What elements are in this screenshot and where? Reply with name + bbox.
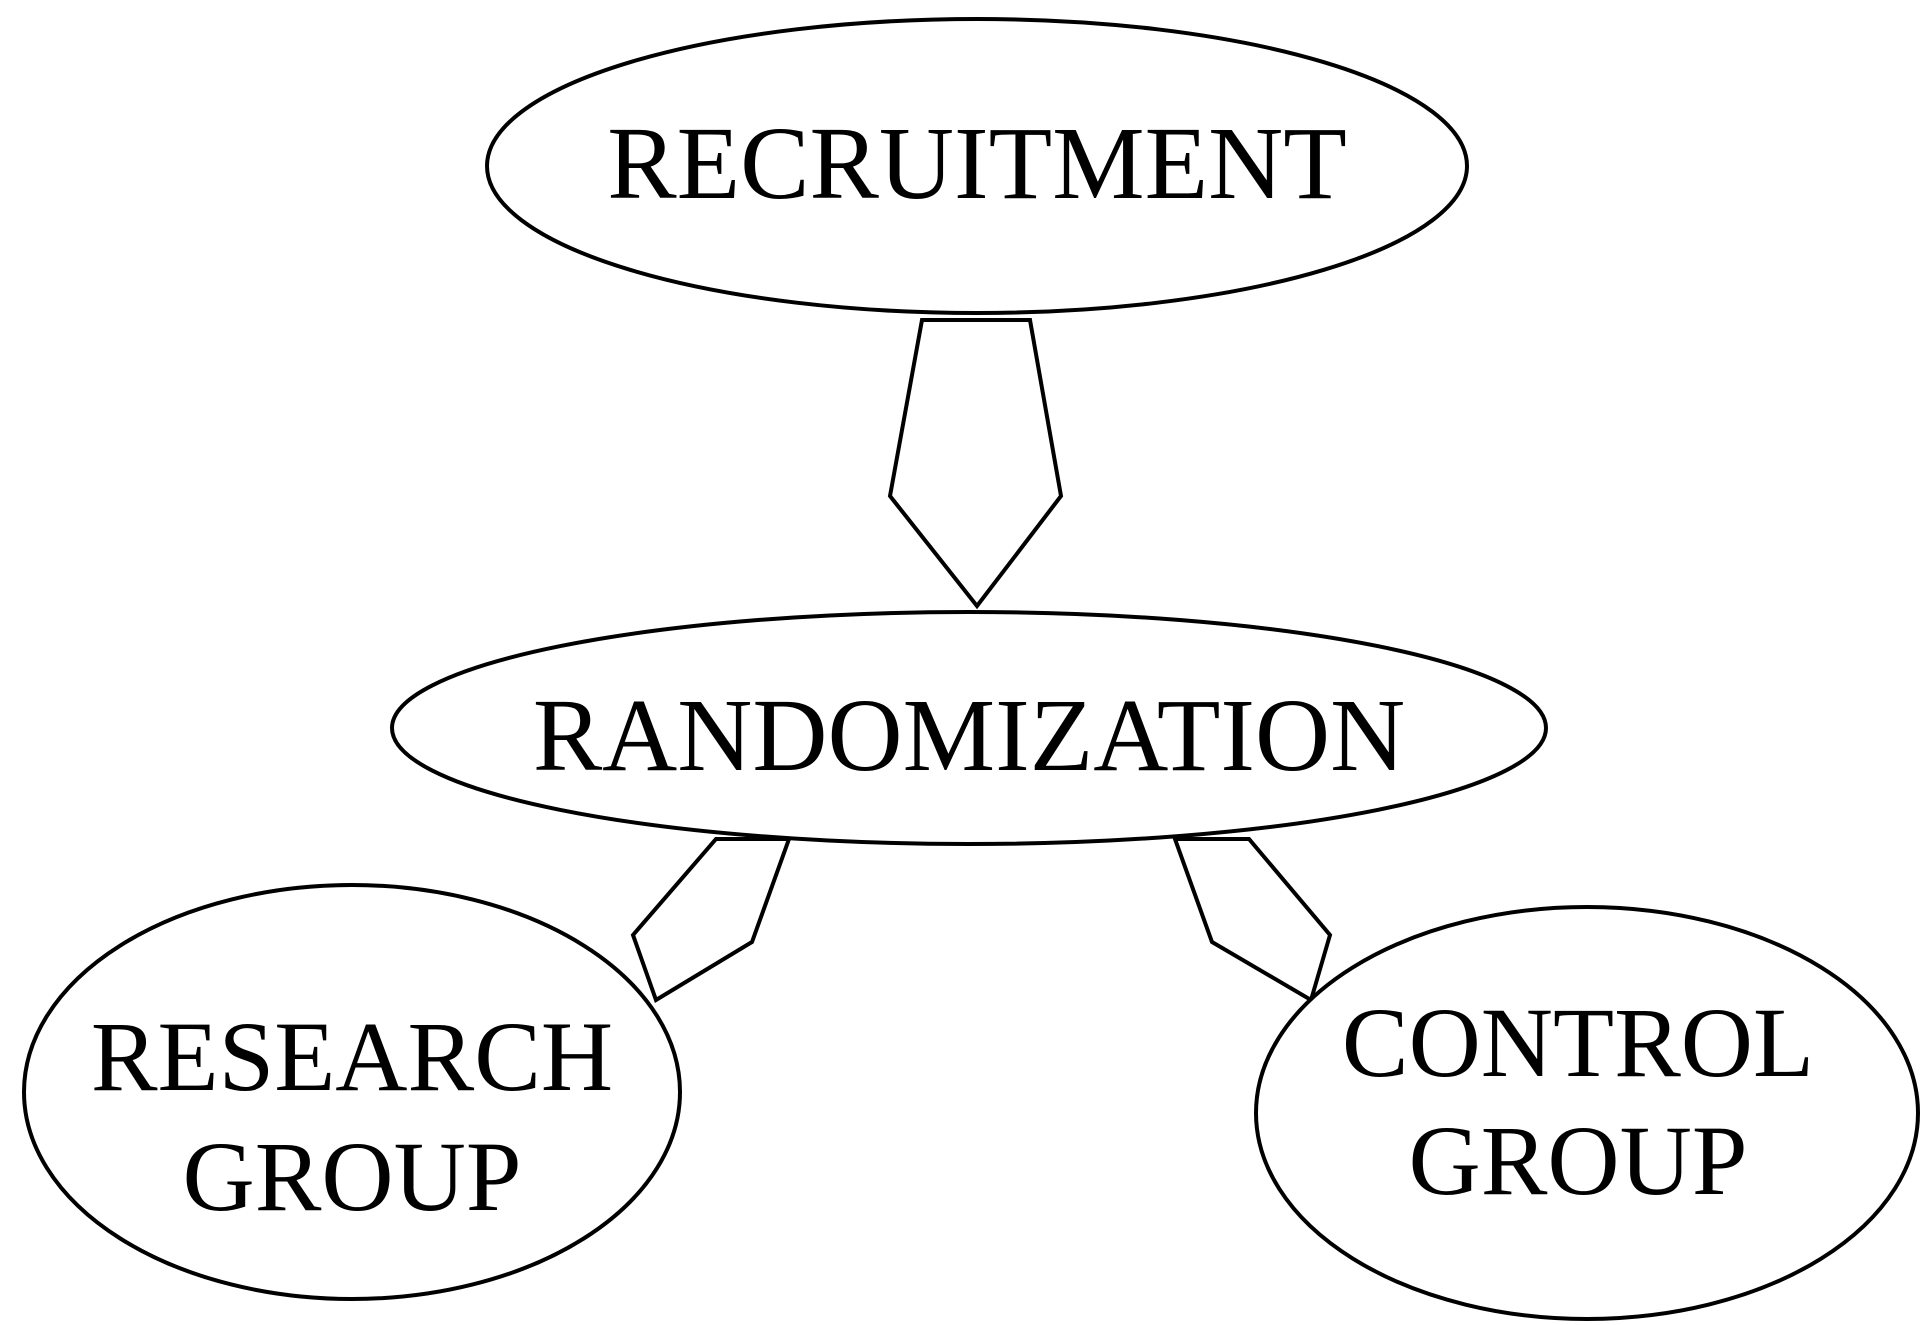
node-randomization-label: RANDOMIZATION	[533, 678, 1405, 793]
node-research-group: RESEARCH GROUP	[22, 883, 682, 1301]
node-control-group-ellipse	[1254, 905, 1920, 1321]
arrow-recruitment-to-randomization	[887, 318, 1064, 610]
node-control-group: CONTROL GROUP	[1254, 905, 1920, 1321]
node-research-group-ellipse	[22, 883, 682, 1301]
arrow-randomization-to-research-group	[630, 837, 792, 1003]
node-randomization-ellipse	[390, 610, 1548, 846]
arrow-randomization-to-control-group	[1172, 837, 1333, 1004]
node-control-group-label-line1: CONTROL	[1342, 987, 1814, 1098]
arrow-shape-lower-left	[630, 837, 792, 1003]
node-recruitment-ellipse	[485, 17, 1469, 315]
arrow-shape-lower-right	[1172, 837, 1333, 1004]
node-recruitment-label: RECRUITMENT	[607, 106, 1347, 221]
node-research-group-label-line2: GROUP	[183, 1121, 522, 1232]
arrow-shape-down	[887, 318, 1064, 610]
node-control-group-label-line2: GROUP	[1409, 1105, 1748, 1216]
node-randomization: RANDOMIZATION	[390, 610, 1548, 846]
node-recruitment: RECRUITMENT	[485, 17, 1469, 315]
node-research-group-label-line1: RESEARCH	[91, 1001, 613, 1112]
